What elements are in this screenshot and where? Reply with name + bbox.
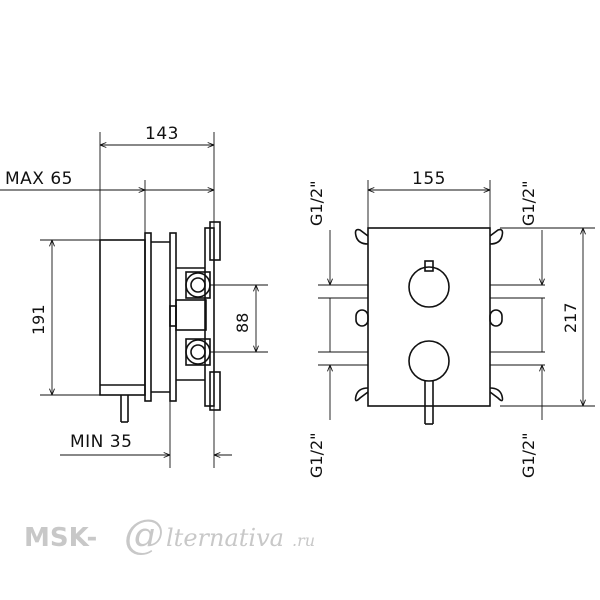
thread-label-bottom-right: G1/2" bbox=[519, 432, 538, 478]
diverter-handle-icon bbox=[408, 340, 450, 425]
dim-height-side: 191 bbox=[29, 304, 48, 335]
dim-width-side: 143 bbox=[145, 124, 179, 144]
dim-height-front: 217 bbox=[561, 302, 580, 333]
connector-bottom bbox=[185, 338, 211, 366]
watermark-brand: MSK- bbox=[24, 523, 97, 553]
thread-label-top-right: G1/2" bbox=[519, 180, 538, 226]
dim-pipe-spacing: 88 bbox=[233, 313, 252, 333]
front-view: 155 217 G1/2" G1/2" G1/2" G1/2" bbox=[307, 169, 595, 478]
dim-max-depth: MAX 65 bbox=[5, 169, 73, 189]
watermark-logo: MSK- @ lternativa .ru bbox=[24, 512, 315, 558]
thread-label-top-left: G1/2" bbox=[307, 180, 326, 226]
connector-top bbox=[185, 271, 211, 299]
watermark-rest: lternativa bbox=[166, 524, 284, 552]
watermark-at: @ bbox=[124, 512, 164, 558]
thread-label-bottom-left: G1/2" bbox=[307, 432, 326, 478]
side-view: 143 MAX 65 191 88 MIN 35 bbox=[0, 124, 268, 468]
thermostat-knob-icon bbox=[408, 260, 450, 308]
dim-min-depth: MIN 35 bbox=[70, 432, 132, 452]
dim-width-front: 155 bbox=[412, 169, 446, 189]
watermark-tld: .ru bbox=[292, 531, 315, 550]
